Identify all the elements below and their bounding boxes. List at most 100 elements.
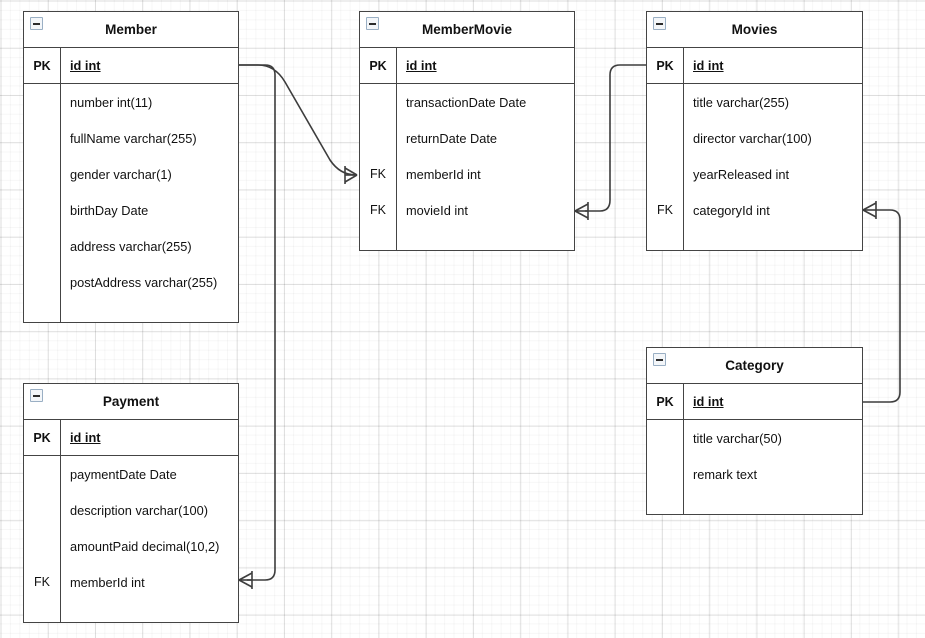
edge-member-membermovie [239, 64, 357, 176]
attribute-label-empty [684, 492, 862, 514]
key-cell: PK [360, 48, 397, 83]
key-cell [360, 84, 397, 120]
attribute-row[interactable]: remark text [647, 456, 862, 492]
attribute-label: title varchar(50) [693, 430, 782, 446]
attribute-row[interactable]: FK memberId int [24, 564, 238, 600]
empty-row [647, 492, 862, 514]
key-cell: PK [24, 420, 61, 455]
attribute-label: birthDay Date [70, 202, 149, 218]
attribute-row[interactable]: yearReleased int [647, 156, 862, 192]
attribute-label-empty [684, 228, 862, 250]
key-cell-empty [647, 492, 684, 514]
entity-name-label: Member [105, 22, 157, 37]
key-cell [24, 156, 61, 192]
entity-name-label: Movies [731, 22, 778, 37]
attribute-row[interactable]: PK id int [24, 48, 238, 84]
key-cell [24, 84, 61, 120]
edge-member-payment [239, 64, 276, 581]
attribute-label: memberId int [70, 574, 145, 590]
key-cell: FK [24, 564, 61, 600]
attribute-row[interactable]: gender varchar(1) [24, 156, 238, 192]
key-cell [647, 120, 684, 156]
key-cell: FK [647, 192, 684, 228]
minus-icon[interactable] [366, 17, 379, 30]
attribute-label-empty [397, 228, 574, 250]
attribute-row[interactable]: returnDate Date [360, 120, 574, 156]
key-cell [24, 456, 61, 492]
key-cell [24, 528, 61, 564]
entity-title-membermovie: MemberMovie [360, 12, 574, 48]
attribute-label: movieId int [406, 202, 468, 218]
edge-category-movies [863, 209, 901, 403]
key-cell [647, 420, 684, 456]
attribute-row[interactable]: birthDay Date [24, 192, 238, 228]
attribute-label: director varchar(100) [693, 130, 812, 146]
key-cell [24, 228, 61, 264]
attribute-row[interactable]: address varchar(255) [24, 228, 238, 264]
entity-title-payment: Payment [24, 384, 238, 420]
minus-icon[interactable] [30, 389, 43, 402]
attribute-label: returnDate Date [406, 130, 498, 146]
attribute-row[interactable]: postAddress varchar(255) [24, 264, 238, 300]
attribute-label-empty [61, 300, 238, 322]
empty-row [360, 228, 574, 250]
key-cell [24, 192, 61, 228]
key-cell-empty [24, 600, 61, 622]
entity-title-movies: Movies [647, 12, 862, 48]
attribute-label: transactionDate Date [406, 94, 527, 110]
key-cell: FK [360, 192, 397, 228]
attribute-label: number int(11) [70, 94, 153, 110]
key-cell [360, 120, 397, 156]
minus-icon[interactable] [30, 17, 43, 30]
attribute-row[interactable]: FK categoryId int [647, 192, 862, 228]
attribute-label: categoryId int [693, 202, 770, 218]
attribute-row[interactable]: FK movieId int [360, 192, 574, 228]
entity-name-label: MemberMovie [421, 22, 513, 37]
entity-title-member: Member [24, 12, 238, 48]
minus-icon[interactable] [653, 353, 666, 366]
attribute-label: remark text [693, 466, 757, 482]
attribute-row[interactable]: paymentDate Date [24, 456, 238, 492]
attribute-label: description varchar(100) [70, 502, 208, 518]
crowsfoot-membermovie-memberid [344, 166, 358, 184]
crowsfoot-payment-memberid [238, 571, 253, 589]
key-cell [24, 492, 61, 528]
attribute-row[interactable]: amountPaid decimal(10,2) [24, 528, 238, 564]
edge-movies-membermovie [585, 64, 646, 212]
attribute-row[interactable]: title varchar(255) [647, 84, 862, 120]
attribute-row[interactable]: title varchar(50) [647, 420, 862, 456]
attribute-label-empty [61, 600, 238, 622]
attribute-row[interactable]: number int(11) [24, 84, 238, 120]
key-cell: PK [647, 48, 684, 83]
key-cell [24, 120, 61, 156]
attribute-row[interactable]: director varchar(100) [647, 120, 862, 156]
minus-icon[interactable] [653, 17, 666, 30]
attribute-label: fullName varchar(255) [70, 130, 197, 146]
crowsfoot-movies-categoryid [862, 201, 877, 219]
attribute-row[interactable]: transactionDate Date [360, 84, 574, 120]
key-cell [24, 264, 61, 300]
attribute-label: id int [70, 58, 101, 73]
attribute-label: postAddress varchar(255) [70, 274, 218, 290]
attribute-row[interactable]: description varchar(100) [24, 492, 238, 528]
attribute-label: gender varchar(1) [70, 166, 172, 182]
attribute-label: id int [693, 394, 724, 409]
attribute-row[interactable]: fullName varchar(255) [24, 120, 238, 156]
key-cell-empty [360, 228, 397, 250]
attribute-label: title varchar(255) [693, 94, 790, 110]
key-cell [647, 84, 684, 120]
key-cell: PK [24, 48, 61, 83]
key-cell [647, 456, 684, 492]
empty-row [24, 300, 238, 322]
